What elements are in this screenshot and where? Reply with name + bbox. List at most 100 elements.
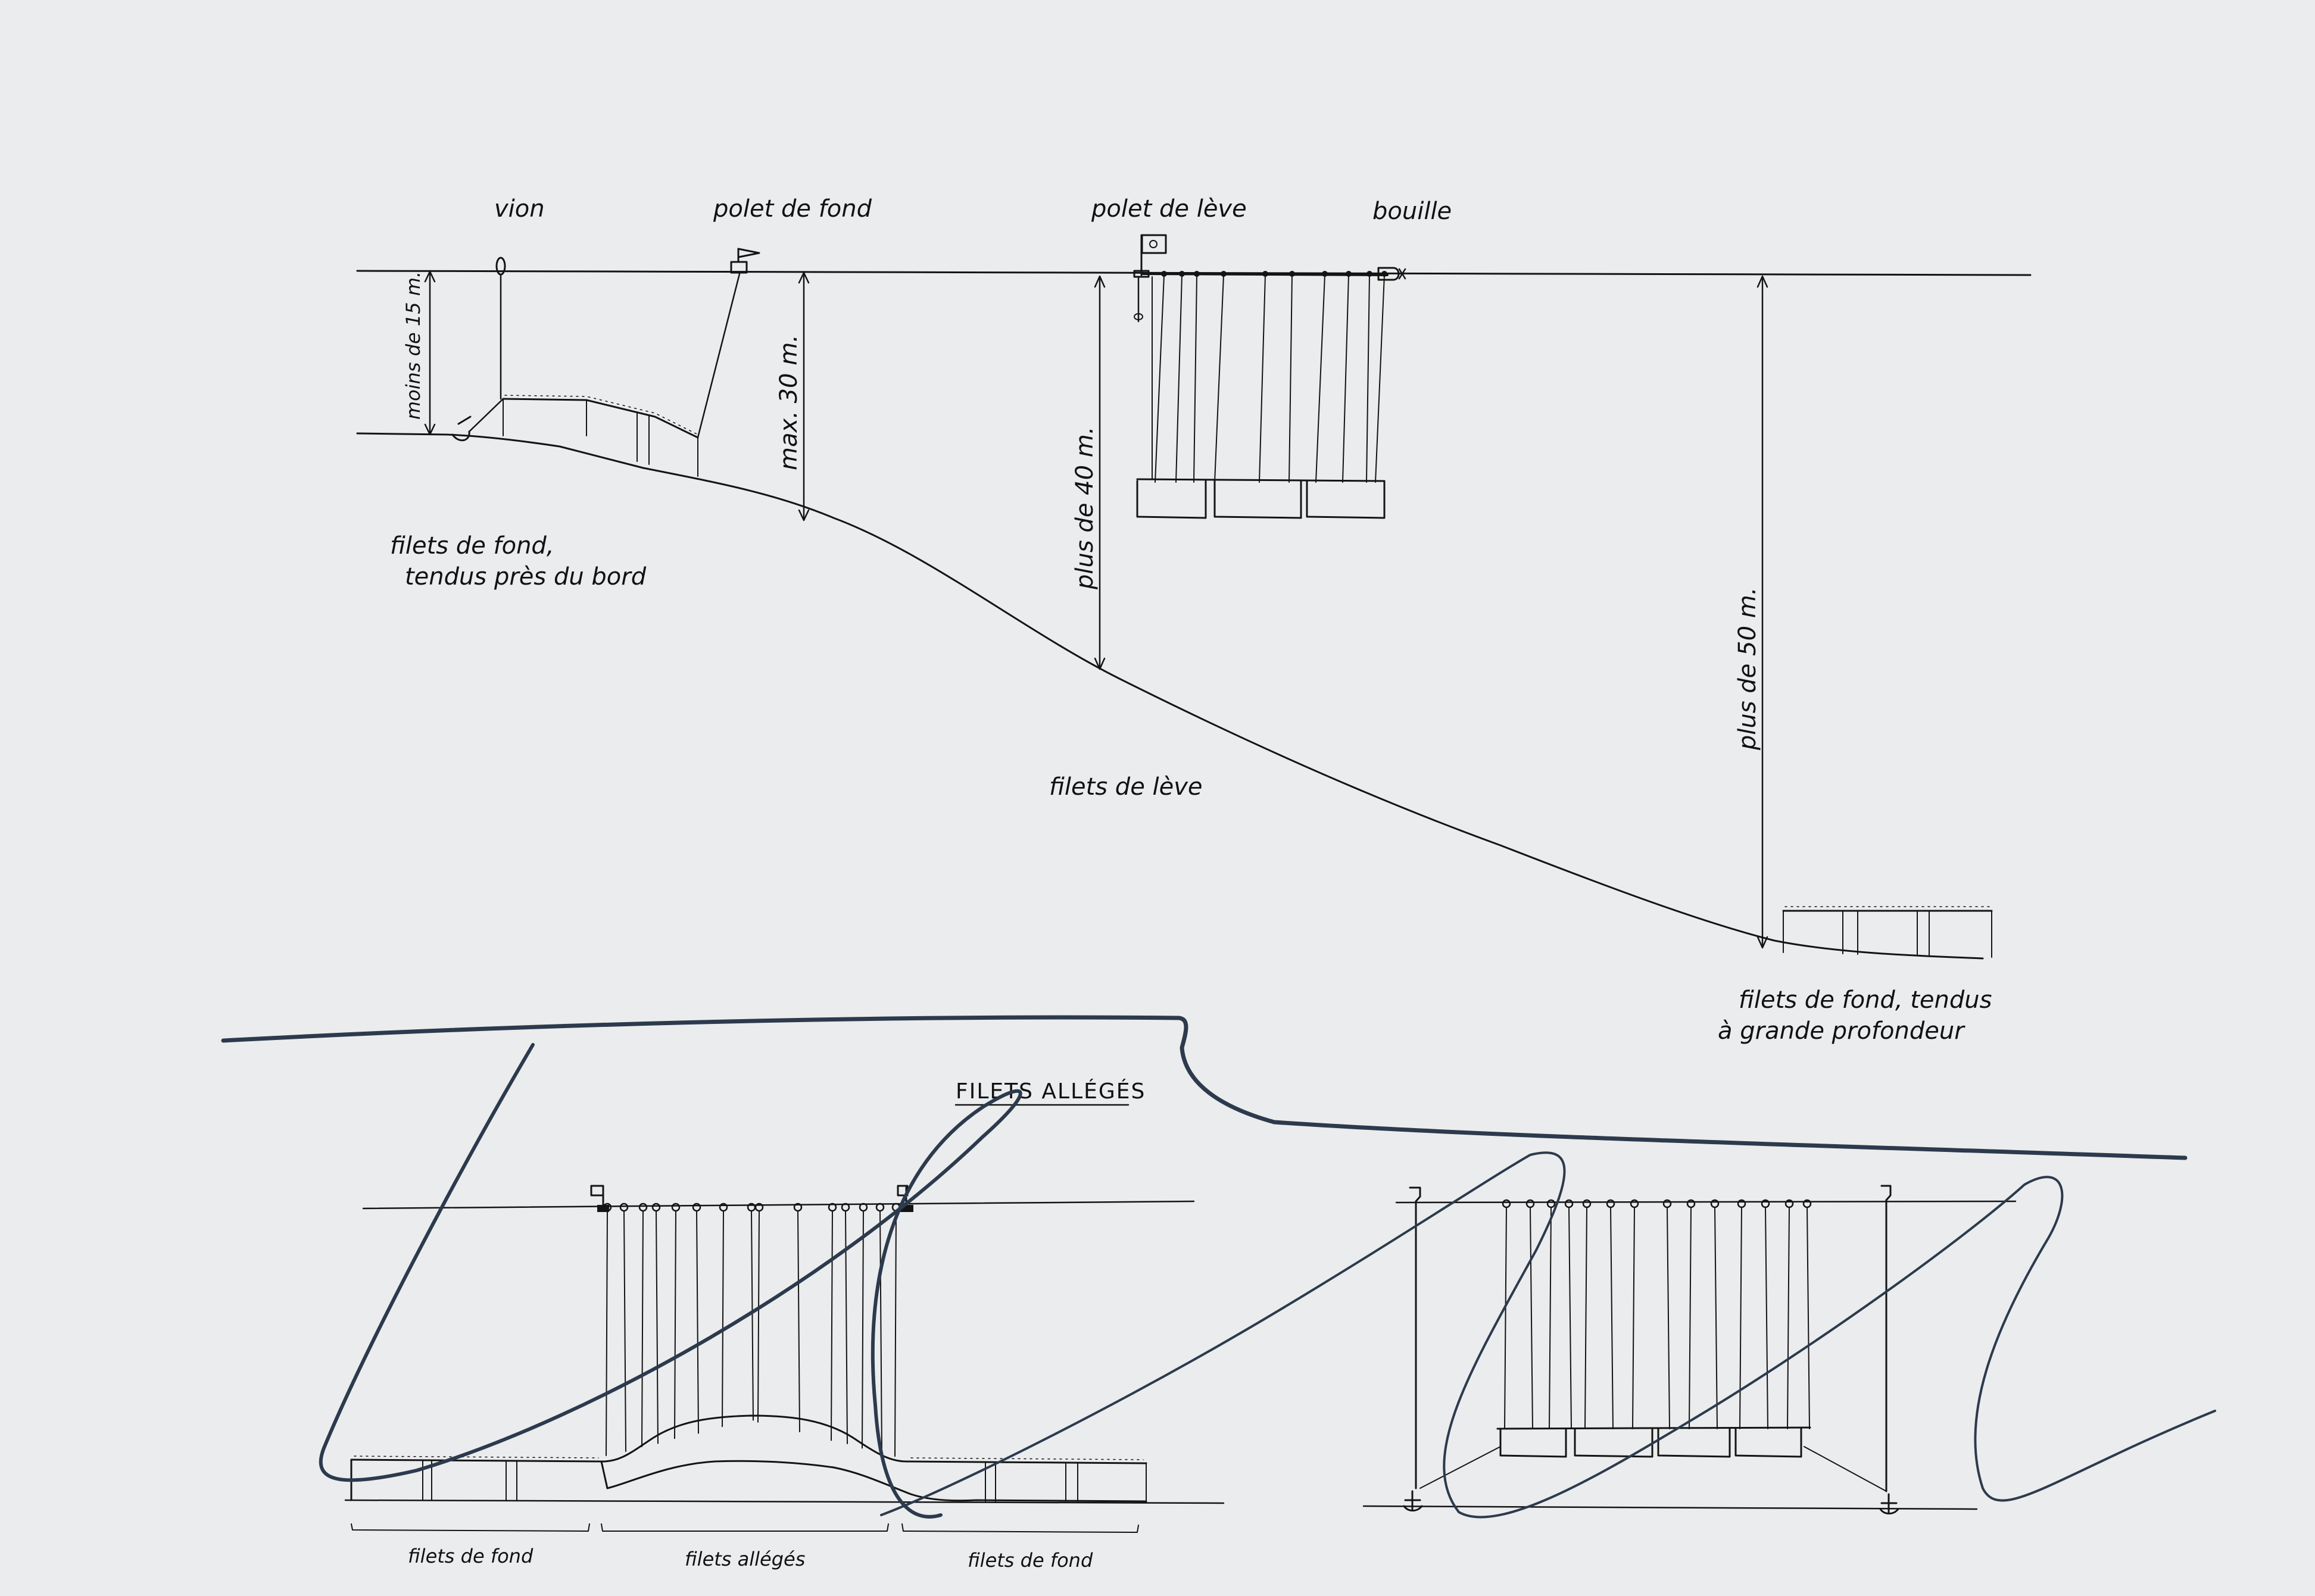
lightened-float [692,1203,701,1212]
lower-right-floor [1362,1505,1978,1510]
upper-section: vion polet de fond polet de lève bouille… [356,195,2032,1045]
lightened-float [619,1203,629,1212]
label-vion: vion [494,195,545,223]
label-polet-de-fond: polet de fond [713,195,872,223]
leve-net-top [1136,478,1386,482]
lightened-strand [757,1210,760,1423]
label-moins-15: moins de 15 m. [402,271,425,420]
float-flag-left-right-diagram [1409,1186,1421,1489]
lightened-strand [641,1210,644,1447]
buoyed-net-top [1496,1426,1811,1430]
leve-strand [1366,274,1370,483]
brace-label-right: filets de fond [968,1549,1093,1572]
polet-de-fond-buoy [697,248,760,439]
leve-strand [1155,274,1165,483]
buoyed-net-panel [1657,1428,1731,1458]
lightened-float [638,1203,648,1212]
lower-right-surface [1395,1200,2017,1204]
buoyed-strand [1632,1207,1635,1429]
buoyed-float [1606,1199,1615,1208]
lightened-net [603,1203,901,1457]
buoyed-float [1630,1199,1639,1208]
leve-float [1322,271,1328,277]
buoyed-strand [1584,1207,1587,1429]
brace-left [351,1523,590,1532]
label-max-30: max. 30 m. [775,335,803,470]
buoyed-strand [1739,1207,1742,1429]
lightened-strand [879,1210,882,1453]
lightened-float [671,1203,681,1212]
lightened-strand [722,1210,724,1428]
label-bouille: bouille [1372,198,1452,225]
sea-floor-profile [356,432,1984,960]
lightened-float [875,1203,885,1212]
lightened-strand [751,1210,754,1421]
dimension-moins-15 [424,270,436,436]
lightened-strand [696,1210,699,1434]
dimension-plus-50 [1756,275,1768,949]
leve-float [1262,271,1268,277]
anchor-right-lower-right [1804,1446,1899,1514]
leve-float [1366,271,1372,277]
buoyed-net-panel [1734,1428,1802,1458]
scribble-overlay [319,1043,2216,1519]
lightened-float [651,1203,661,1212]
lightened-strand [674,1210,676,1439]
buoyed-strand [1765,1207,1768,1429]
brace-group [351,1523,1139,1533]
leve-strand [1214,274,1224,483]
buoyed-strand [1787,1207,1790,1429]
leve-strand [1375,274,1385,483]
divider-stroke [221,1015,2188,1160]
leve-net-panel [1306,480,1386,519]
buoyed-float [1502,1199,1511,1208]
leve-strand [1175,274,1183,483]
lightened-strand [894,1210,897,1457]
buoyed-net [1496,1199,1812,1458]
caption-fond-profond-1: filets de fond, tendus [1739,986,1992,1014]
lightened-strand [862,1210,864,1449]
anchor-icon [451,398,504,441]
lower-left-section: FILETS ALLÉGÉS [344,1079,1225,1572]
leve-float [1289,271,1295,277]
polet-de-leve-flag [1133,234,1167,323]
buoyed-strand [1807,1207,1810,1429]
lightened-strand [656,1210,659,1444]
leve-float [1179,271,1185,277]
brace-label-left: filets de fond [408,1545,533,1567]
buoyed-strand [1667,1207,1670,1429]
label-plus-50: plus de 50 m. [1734,588,1761,751]
float-flag-right-right-diagram [1880,1185,1892,1492]
leve-strand [1315,274,1325,483]
buoyed-strand [1689,1207,1692,1429]
buoyed-net-panel [1499,1428,1567,1458]
bouille-float [1377,267,1406,281]
caption-fond-profond-2: à grande profondeur [1718,1017,1965,1045]
leve-strand [1193,274,1197,483]
vion-float [495,257,506,400]
label-plus-40: plus de 40 m. [1071,427,1099,590]
lightened-strand [606,1210,608,1456]
lower-title: FILETS ALLÉGÉS [956,1079,1146,1104]
buoyed-float [1662,1199,1672,1208]
buoyed-strand [1530,1207,1533,1429]
leve-float [1161,271,1167,277]
buoyed-float [1582,1199,1592,1208]
caption-leve: filets de lève [1049,773,1203,801]
leve-float [1346,271,1352,277]
buoyed-strand [1549,1207,1552,1429]
leve-strand [1288,274,1293,483]
dimension-max-30 [798,271,810,521]
near-shore-bottom-net [502,395,699,477]
leve-float [1194,271,1200,277]
lightened-strand [845,1210,848,1444]
brace-right [901,1523,1139,1533]
lower-left-surface [362,1200,1195,1210]
buoyed-strand [1610,1207,1614,1429]
buoyed-strand [1568,1207,1572,1429]
buoyed-net-panel [1574,1428,1653,1458]
deep-bottom-net [1782,906,1993,958]
brace-label-mid: filets allégés [685,1548,805,1570]
buoyed-strand [1714,1207,1718,1429]
